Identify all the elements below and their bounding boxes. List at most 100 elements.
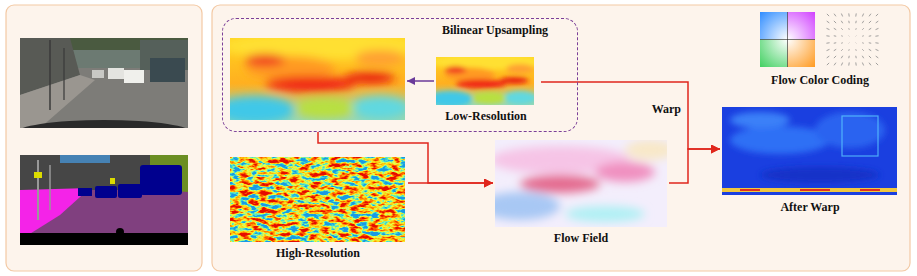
flow-color-wheel-part (760, 40, 788, 68)
flow-arrow (848, 21, 849, 23)
segmentation-map-part (116, 228, 124, 236)
segmentation-map-part (60, 155, 110, 163)
group-title: Bilinear Upsampling (411, 23, 579, 37)
flow-arrow (848, 62, 849, 65)
flow-arrow (841, 63, 842, 66)
street-photo-part (20, 75, 95, 128)
warped-map-part (740, 189, 760, 191)
flow-field-image-part-part (595, 162, 655, 182)
flow-arrow (848, 13, 849, 16)
flow-arrow (834, 28, 836, 29)
flow-arrow (862, 42, 863, 43)
image-node: Low-Resolution (431, 56, 541, 126)
flow-arrow (841, 42, 842, 43)
street-photo-part (150, 58, 185, 82)
flow-arrow (827, 49, 830, 50)
segmentation-map-part (140, 165, 182, 195)
flow-arrow (834, 42, 836, 43)
flow-arrow (848, 35, 849, 36)
flow-arrow (855, 13, 856, 16)
warped-map-part-part (730, 126, 830, 154)
flow-field-image-part-part (495, 192, 560, 220)
flow-arrow (848, 28, 849, 29)
edge-label: Warp (651, 102, 682, 116)
flow-arrow (862, 35, 863, 36)
image-caption: Flow Field (493, 231, 669, 245)
flow-arrow (855, 62, 856, 65)
street-photo-part (20, 120, 188, 128)
flow-arrow (855, 49, 856, 50)
flow-arrow (834, 63, 836, 66)
flow-arrow (876, 49, 879, 50)
warped-map-part-part (760, 167, 880, 183)
image-caption: Low-Resolution (431, 109, 541, 123)
image-node: After Warp (720, 105, 900, 217)
flow-arrow (841, 21, 842, 23)
flow-arrow (848, 42, 849, 43)
right-panel (212, 5, 910, 271)
flow-arrow (869, 56, 871, 58)
flow-arrow (827, 14, 829, 16)
flow-arrow (827, 63, 829, 65)
legend-image-node: Flow Color Coding (755, 8, 885, 90)
left-panel (6, 5, 202, 271)
flow-arrow (855, 56, 856, 58)
segmentation-map-part (78, 188, 92, 196)
image-caption: Flow Color Coding (755, 73, 885, 87)
image-caption: After Warp (720, 200, 900, 214)
flow-connector (318, 132, 493, 183)
flow-connector (408, 182, 493, 184)
warped-map (722, 107, 897, 195)
flow-arrow (862, 21, 863, 23)
segmentation-map-part (110, 178, 115, 184)
flow-arrow (834, 21, 836, 23)
street-photo-part (49, 40, 51, 110)
flow-arrow (841, 56, 842, 58)
flow-field-image-part (495, 140, 667, 222)
warped-map-part-part (815, 112, 885, 148)
segmentation-map-part (49, 165, 51, 210)
image-node: Flow Field (493, 138, 669, 248)
flow-connector (541, 82, 720, 149)
segmentation-map-part (20, 233, 188, 245)
upsampling-arrow (407, 80, 434, 82)
flow-arrow (862, 56, 863, 58)
flow-arrow (826, 35, 829, 36)
warped-map-part (800, 189, 830, 191)
flow-arrow (848, 56, 849, 58)
image-caption: High-Resolution (228, 246, 408, 260)
segmentation-map-part (37, 160, 39, 220)
flow-arrow (862, 14, 863, 17)
flow-arrow (841, 28, 842, 29)
segmentation-map-part (34, 172, 42, 178)
warped-map-part (842, 116, 878, 156)
flow-arrow (869, 35, 871, 36)
flow-arrow (834, 35, 836, 36)
low-resolution-heatmap (428, 53, 543, 107)
flow-field-image-part-part (520, 175, 600, 193)
upsampled-heatmap (215, 32, 420, 124)
segmentation-map-part (118, 184, 142, 198)
flow-color-wheel (760, 12, 815, 67)
flow-arrow (841, 14, 842, 17)
flow-field-image (495, 140, 667, 227)
flow-arrow (848, 49, 849, 50)
flow-arrow (834, 56, 836, 58)
flow-arrow (855, 21, 856, 23)
flow-field-image-part-part (565, 206, 645, 222)
warped-map-part-part (730, 112, 790, 128)
flow-arrow (869, 63, 871, 66)
flow-arrow (826, 42, 829, 43)
flow-color-wheel-part (788, 12, 816, 40)
flow-arrow (841, 49, 842, 50)
flow-arrow (827, 56, 830, 58)
flow-color-wheel-part (787, 12, 788, 67)
high-resolution-map-part (230, 157, 405, 242)
warped-map-part (722, 188, 897, 192)
flow-arrow (855, 35, 856, 36)
flow-color-wheel-part (788, 40, 816, 68)
